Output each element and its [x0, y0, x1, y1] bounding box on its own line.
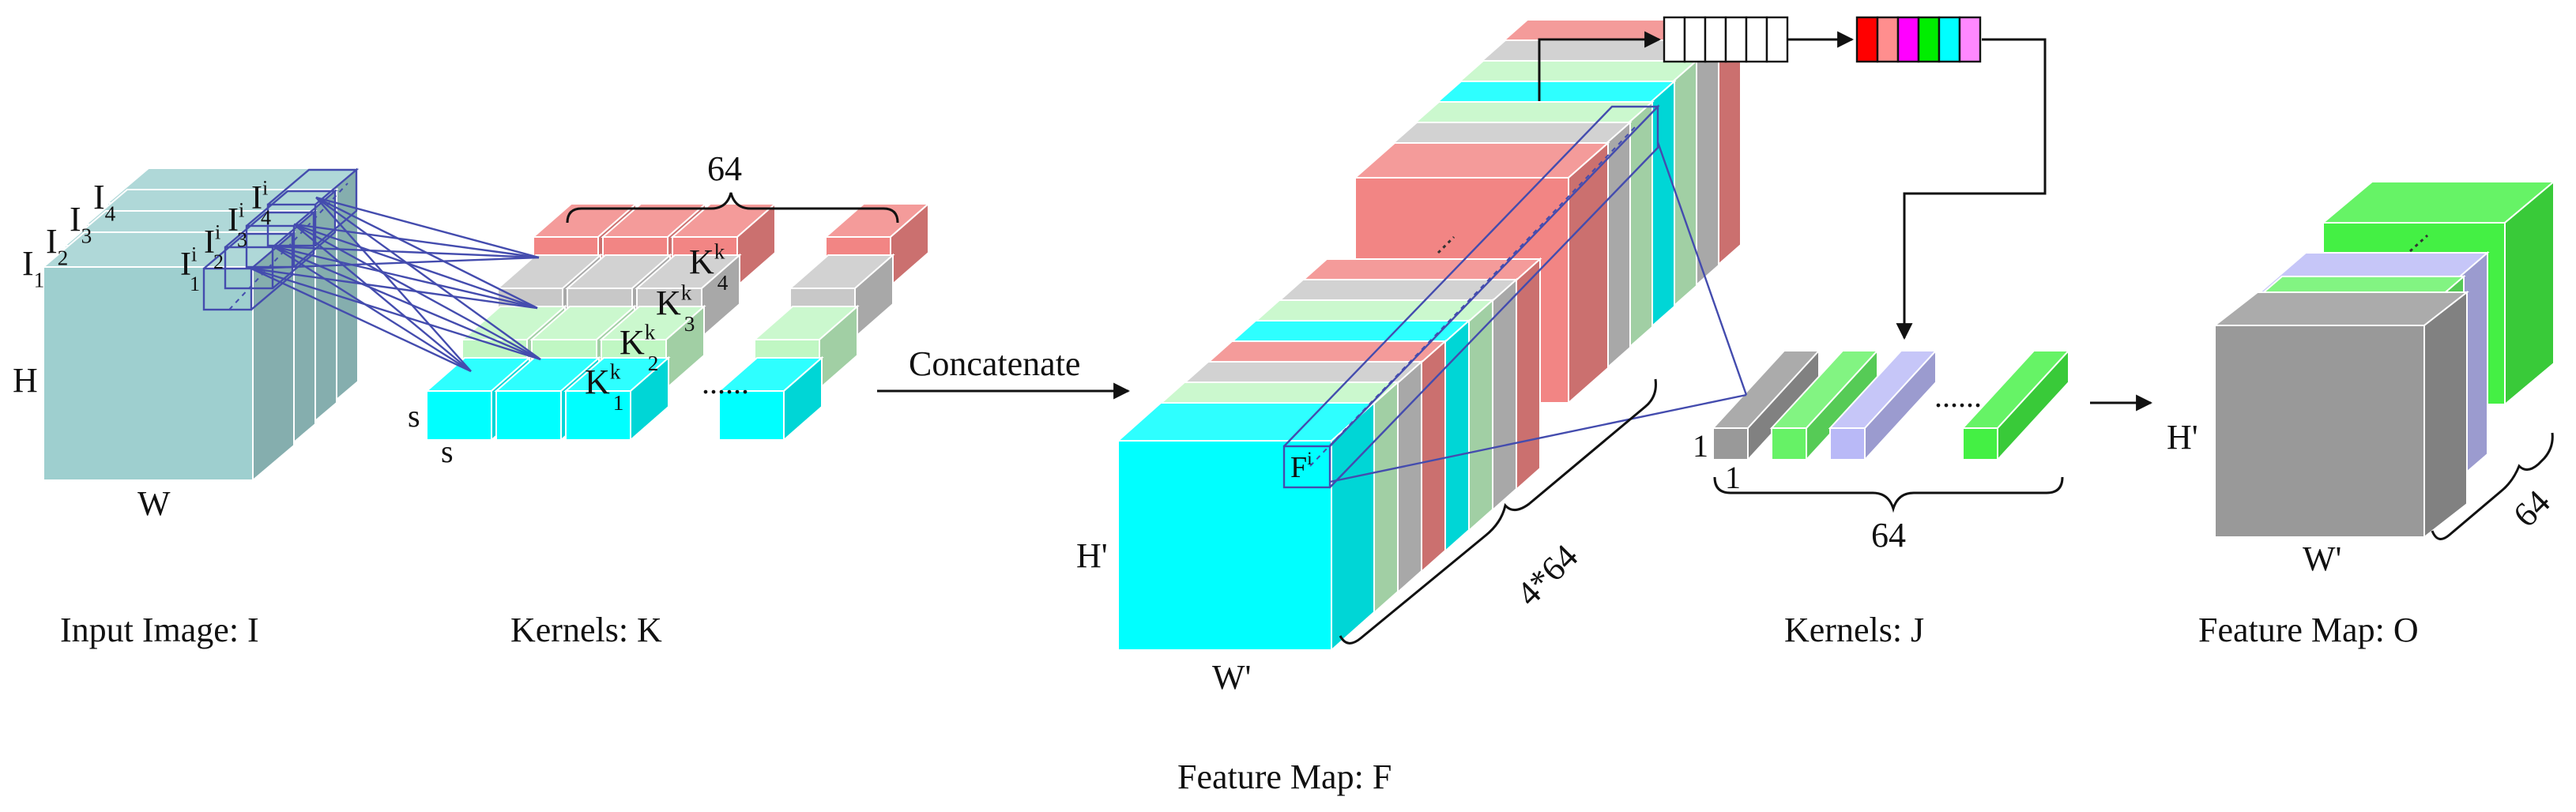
- wire-input-4-kernel-3: [250, 267, 541, 361]
- brace-feature-map-f: [1339, 378, 1657, 645]
- kernel-j-width-label: 1: [1725, 460, 1741, 495]
- feature-o-height-label: H': [2167, 418, 2198, 457]
- input-width-label: W: [137, 484, 171, 523]
- queue-cell-empty-6: [1765, 16, 1789, 63]
- input-channel-label-3: I3: [70, 200, 92, 247]
- brace-kernels-k: [566, 192, 899, 224]
- concatenate-label: Concatenate: [909, 344, 1080, 383]
- wire-input-1-kernel-1: [315, 196, 540, 259]
- wire-input-2-kernel-1: [293, 223, 540, 259]
- input-channel-label-2: I2: [46, 222, 68, 269]
- kernels-k-ellipsis: ......: [702, 365, 749, 400]
- kernels-j-caption: Kernels: J: [1784, 611, 1924, 649]
- input-channel-label-1: I1: [22, 244, 44, 291]
- feature-f-height-label: H': [1076, 536, 1108, 575]
- queue-cell-colored-6: [1958, 16, 1982, 63]
- channel-queue-group: [1663, 16, 1982, 63]
- kernels-k-group: [424, 201, 931, 442]
- kernel-height-label: s: [408, 398, 420, 434]
- queue-cell-colored-4: [1917, 16, 1941, 63]
- kernel-width-label: s: [441, 434, 454, 469]
- featmap-f-patch-outline: [1282, 445, 1331, 489]
- kernels-k-count: 64: [707, 149, 742, 188]
- kernels-j-ellipsis: ......: [1934, 378, 1982, 414]
- feature-map-f-count: 4*64: [1508, 537, 1585, 614]
- wire-input-3-kernel-1: [273, 245, 540, 259]
- arrow-to-queue: [1538, 31, 1662, 101]
- feature-f-width-label: W': [1212, 658, 1251, 697]
- queue-cell-empty-4: [1724, 16, 1748, 63]
- feature-patch-label: Fi: [1290, 449, 1312, 484]
- wire-input-4-kernel-4: [250, 267, 472, 373]
- brace-kernels-j: [1713, 476, 2064, 513]
- feature-map-f-group: [1116, 17, 1743, 652]
- kernel-k-col3-row4: [563, 355, 671, 442]
- queue-cell-colored-5: [1938, 16, 1961, 63]
- featmap-f-patch-diagonal: [1309, 126, 1636, 467]
- input-image-group: [41, 166, 360, 483]
- kernel-j-4: [1960, 348, 2071, 462]
- input-channel-label-4: I4: [93, 178, 116, 225]
- queue-cell-empty-2: [1683, 16, 1707, 63]
- queue-cell-colored-3: [1896, 16, 1920, 63]
- kernels-k-caption: Kernels: K: [510, 611, 662, 649]
- input-image-caption: Input Image: I: [60, 611, 259, 649]
- wire-input-4-kernel-1: [250, 256, 540, 270]
- brace-feature-map-o: [2431, 432, 2554, 540]
- wire-input-4-kernel-2: [250, 267, 538, 310]
- wire-input-1-kernel-4: [315, 197, 472, 372]
- kernels-j-group: [1711, 348, 2071, 462]
- feature-map-o-caption: Feature Map: O: [2198, 611, 2419, 649]
- featmap-f-front-slice-1: [1116, 400, 1377, 652]
- feature-o-width-label: W': [2303, 539, 2341, 578]
- wire-input-1-kernel-3: [315, 197, 541, 360]
- wire-patch-top-to-j: [1656, 141, 1748, 396]
- feature-map-o-count: 64: [2506, 483, 2558, 535]
- input-patch-outline-1: [202, 267, 253, 311]
- arrow-to-kernels-j: [1896, 38, 2047, 340]
- input-height-label: H: [13, 361, 38, 400]
- queue-cell-empty-1: [1663, 16, 1686, 63]
- queue-cell-colored-1: [1855, 16, 1879, 63]
- connection-lines: [250, 141, 1748, 483]
- feature-map-o-group: [2213, 179, 2556, 539]
- kernel-j-3: [1828, 348, 1938, 462]
- kernel-j-height-label: 1: [1693, 428, 1708, 464]
- queue-cell-empty-3: [1704, 16, 1727, 63]
- input-slice-1: [41, 230, 296, 483]
- kernel-k-col4-row4: [717, 355, 824, 442]
- featmap-f-patch-tube: [1283, 104, 1660, 488]
- featmap-o-slice-1: [2213, 290, 2469, 539]
- kernels-j-count: 64: [1871, 516, 1906, 554]
- wire-input-3-kernel-2: [273, 245, 538, 310]
- feature-map-f-caption: Feature Map: F: [1177, 757, 1392, 796]
- queue-cell-colored-2: [1876, 16, 1900, 63]
- wire-input-2-kernel-2: [293, 223, 538, 310]
- queue-cell-empty-5: [1745, 16, 1768, 63]
- wire-patch-bottom-to-j: [1329, 393, 1747, 483]
